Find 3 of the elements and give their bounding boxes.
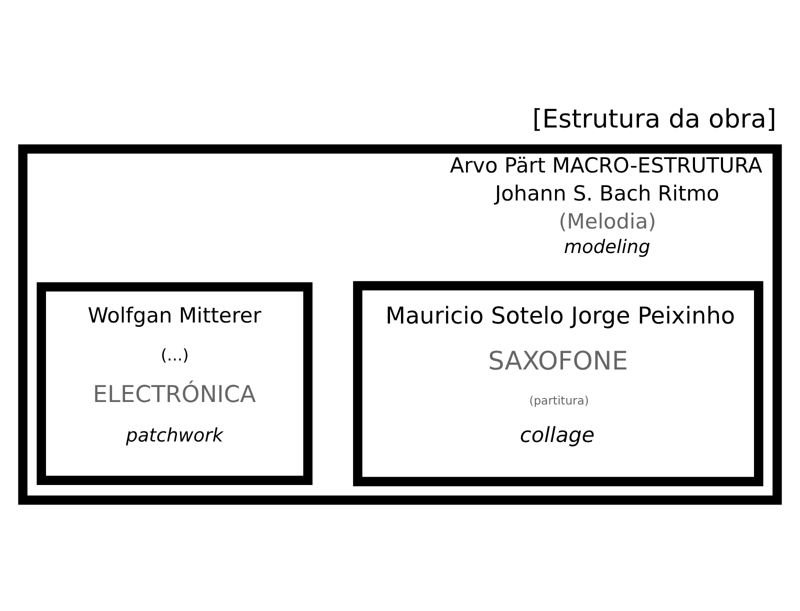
- node-box: Wolfgan Mitterer (...) ELECTRÓNICA patchwork: [36, 282, 312, 485]
- diagram-title: [Estrutura da obra]: [532, 104, 776, 134]
- node-box: Mauricio Sotelo Jorge Peixinho SAXOFONE (partitura) collage: [353, 280, 764, 486]
